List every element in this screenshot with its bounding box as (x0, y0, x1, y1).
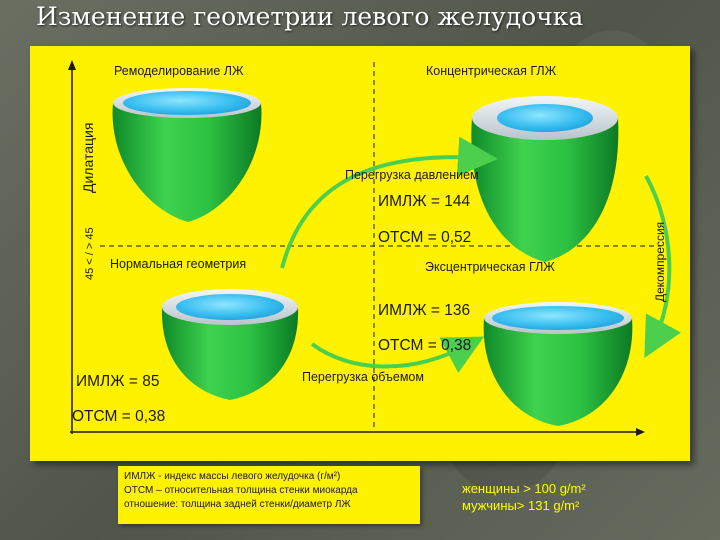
heart-eccentric (483, 302, 633, 426)
concentric-imlzh: ИМЛЖ = 144 (378, 193, 471, 210)
threshold-label: 45 < / > 45 (84, 227, 96, 280)
label-normal: Нормальная геометрия (110, 257, 247, 271)
norm-men: мужчины> 131 g/m² (462, 498, 580, 513)
note-otsm: ОТСМ – относительная толщина стенки миок… (124, 485, 358, 496)
normal-otsm: ОТСМ = 0,38 (72, 408, 166, 425)
norm-values: женщины > 100 g/m² мужчины> 131 g/m² (462, 480, 586, 514)
decompression-label: Декомпрессия (653, 221, 667, 302)
heart-concentric (471, 96, 619, 262)
label-pressure-overload: Перегрузка давлением (345, 168, 479, 182)
pressure-overload-arrow (280, 136, 498, 269)
eccentric-imlzh: ИМЛЖ = 136 (378, 302, 471, 319)
norm-women: женщины > 100 g/m² (462, 481, 586, 496)
x-axis-arrowhead (636, 428, 645, 436)
normal-imlzh: ИМЛЖ = 85 (76, 373, 160, 390)
note-imlzh: ИМЛЖ - индекс массы левого желудочка (г/… (124, 471, 341, 482)
heart-remodeling (112, 88, 262, 222)
note-ratio: отношение: толщина задней стенки/диаметр… (124, 499, 351, 510)
legend-notes: ИМЛЖ - индекс массы левого желудочка (г/… (118, 466, 420, 524)
axes (68, 60, 660, 436)
decompression-arrow (644, 175, 682, 359)
label-eccentric: Эксцентрическая ГЛЖ (425, 260, 555, 274)
label-volume-overload: Перегрузка объемом (302, 370, 424, 384)
label-concentric: Концентрическая ГЛЖ (426, 64, 557, 78)
y-axis-arrowhead (68, 60, 76, 70)
heart-normal (161, 289, 299, 400)
label-remodeling: Ремоделирование ЛЖ (114, 64, 244, 78)
eccentric-otsm: ОТСМ = 0,38 (378, 337, 472, 354)
slide-title: Изменение геометрии левого желудочка (36, 2, 584, 31)
y-axis-label: Дилатация (80, 122, 96, 193)
volume-overload-arrow (310, 336, 485, 373)
concentric-otsm: ОТСМ = 0,52 (378, 229, 472, 246)
